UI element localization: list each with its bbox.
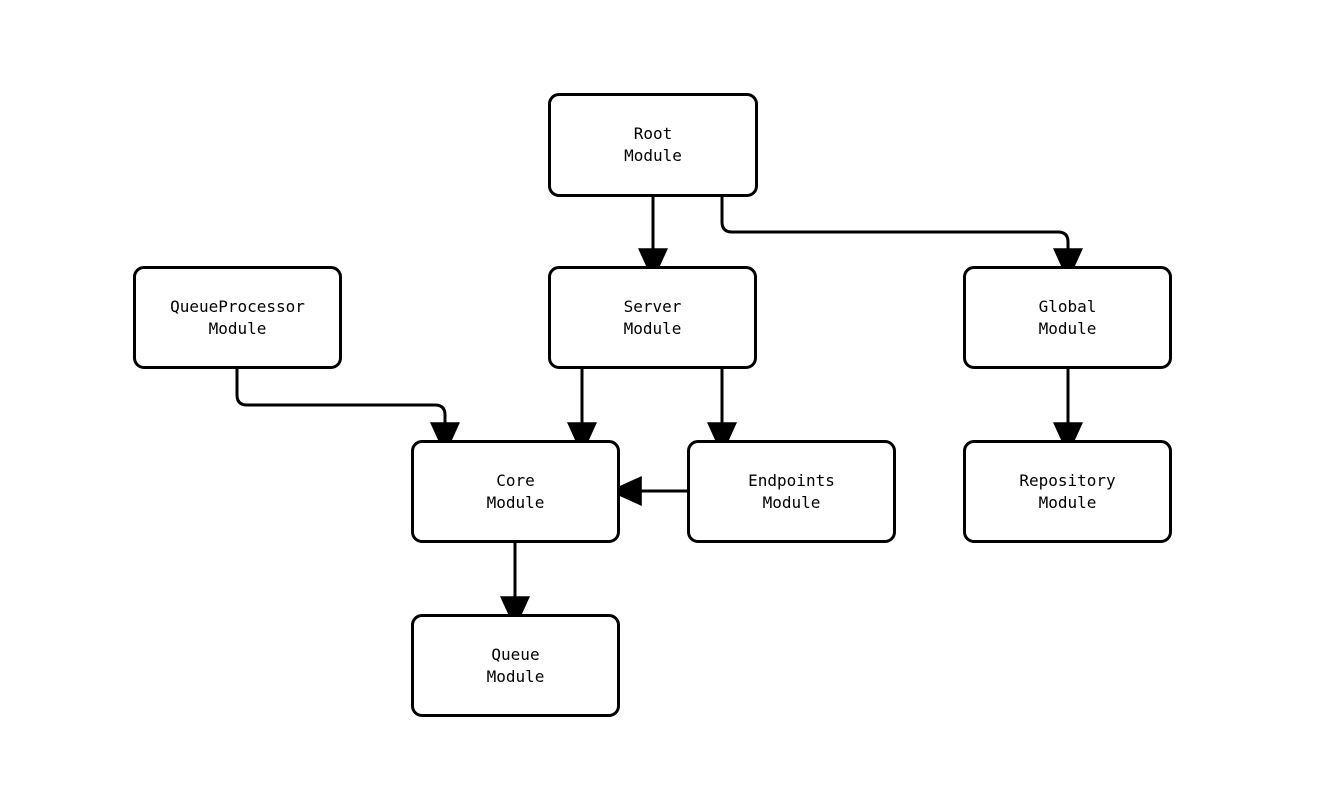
node-server[interactable]: Server Module	[548, 266, 757, 369]
node-core[interactable]: Core Module	[411, 440, 620, 543]
node-queue-line1: Queue	[491, 644, 540, 664]
node-global[interactable]: Global Module	[963, 266, 1172, 369]
node-repository-line1: Repository	[1019, 470, 1116, 490]
node-endpoints[interactable]: Endpoints Module	[687, 440, 896, 543]
node-queueprocessor-line1: QueueProcessor	[170, 296, 305, 316]
node-queueprocessor[interactable]: QueueProcessor Module	[133, 266, 342, 369]
node-repository[interactable]: Repository Module	[963, 440, 1172, 543]
node-global-line2: Module	[1038, 318, 1097, 338]
node-server-line1: Server	[623, 296, 682, 316]
edge-queueprocessor-to-core	[235, 369, 460, 456]
node-root-line2: Module	[624, 146, 682, 165]
node-global-line1: Global	[1038, 296, 1097, 316]
node-repository-line2: Module	[1038, 492, 1097, 512]
node-root[interactable]: Root Module	[548, 93, 758, 197]
node-core-line1: Core	[496, 470, 535, 490]
node-endpoints-line1: Endpoints	[748, 470, 835, 490]
edge-root-to-global	[720, 197, 1083, 282]
node-root-line1: Root	[633, 124, 673, 143]
node-core-line2: Module	[486, 492, 545, 512]
node-queueprocessor-line2: Module	[208, 318, 267, 338]
node-server-line2: Module	[623, 318, 682, 338]
node-queue-line2: Module	[486, 666, 545, 686]
node-endpoints-line2: Module	[762, 492, 821, 512]
node-queue[interactable]: Queue Module	[411, 614, 620, 717]
